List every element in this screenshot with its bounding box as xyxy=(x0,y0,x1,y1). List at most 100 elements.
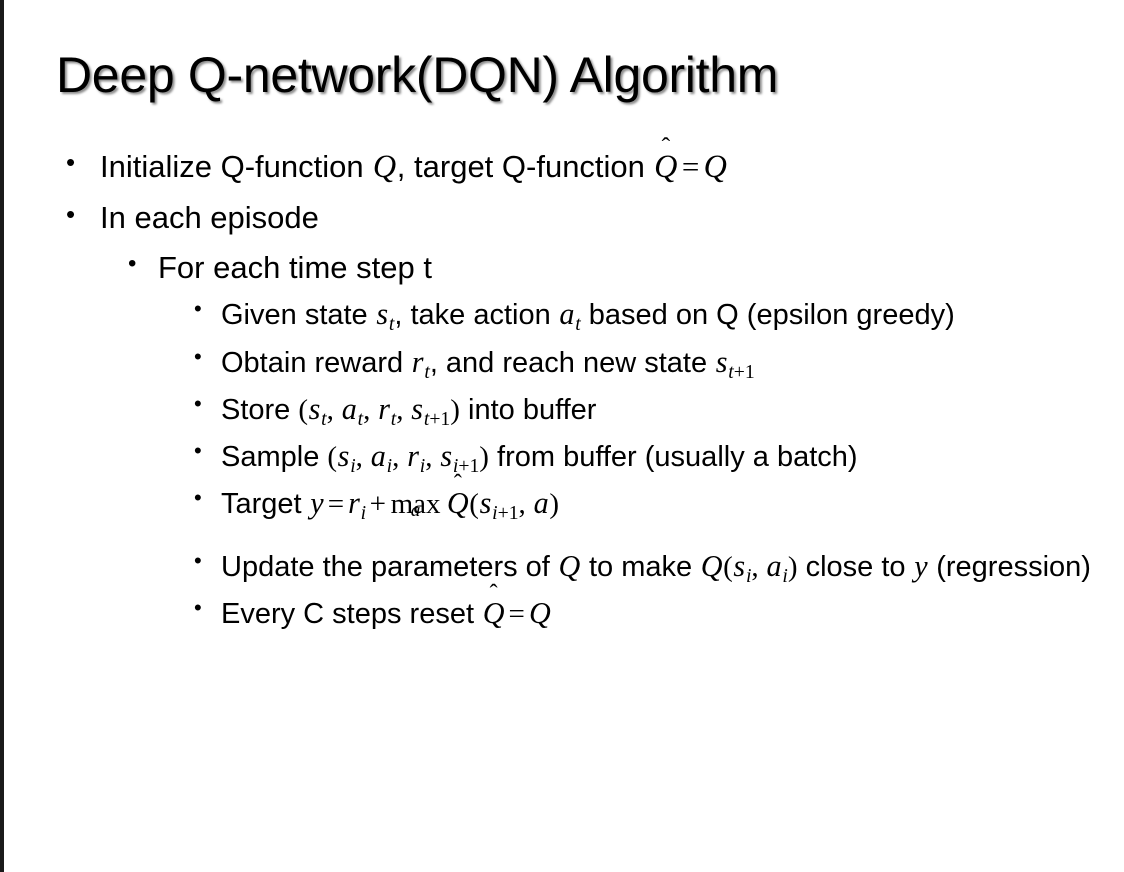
list-item: • Initialize Q-function Q, target Q-func… xyxy=(0,146,1124,188)
math-var-s: s xyxy=(337,438,350,473)
bullet-icon: • xyxy=(194,595,202,621)
math-paren-open: ( xyxy=(723,551,733,584)
list-item: • For each time step t xyxy=(0,248,1124,288)
math-var-s: s xyxy=(308,391,321,426)
bullet-icon: • xyxy=(128,250,137,278)
subscript-text: t xyxy=(423,407,430,430)
math-var-a: a xyxy=(370,438,386,473)
math-comma: , xyxy=(326,393,342,426)
math-paren-close: ) xyxy=(450,393,460,426)
list-item-label: Every C steps reset ̂Q=Q xyxy=(221,593,1124,634)
subscript-text: i xyxy=(452,454,459,477)
math-comma: , xyxy=(363,393,378,426)
math-var-y: y xyxy=(914,549,928,584)
math-comma: , xyxy=(518,487,534,520)
text-fragment: Target xyxy=(221,487,310,520)
math-var-q: Q xyxy=(372,148,397,184)
math-var-q2: Q xyxy=(703,148,727,184)
math-var-q2: Q xyxy=(700,549,723,584)
math-subscript: t xyxy=(389,313,394,335)
math-paren-close: ) xyxy=(787,551,798,584)
math-subscript: i xyxy=(360,502,366,524)
list-item: • In each episode xyxy=(0,198,1124,238)
list-item: • Given state st, take action at based o… xyxy=(0,294,1124,337)
math-subscript: i xyxy=(350,455,355,477)
text-fragment: Update the parameters of xyxy=(221,551,558,584)
list-item-label: In each episode xyxy=(100,199,319,235)
math-subscript: i xyxy=(782,565,787,587)
list-item: • Obtain reward rt, and reach new state … xyxy=(0,342,1124,385)
subscript-text: t xyxy=(728,360,734,383)
math-comma: , xyxy=(355,440,371,473)
subscript-text: t xyxy=(321,407,327,430)
text-fragment: Given state xyxy=(221,299,376,332)
list-item: • Store (st, at, rt, st+1) into buffer xyxy=(0,389,1124,432)
bullet-icon: • xyxy=(66,198,76,229)
text-fragment: , and reach new state xyxy=(429,346,716,379)
math-comma: , xyxy=(751,551,766,584)
math-var-s2: s xyxy=(440,438,453,473)
math-paren-open: ( xyxy=(298,393,309,426)
math-var-s: s xyxy=(733,549,746,584)
math-base: Q xyxy=(482,596,505,631)
text-fragment: into buffer xyxy=(459,393,597,426)
subscript-text: i xyxy=(419,454,426,477)
math-paren-open: ( xyxy=(327,440,338,473)
math-var-q1: Q xyxy=(558,549,581,584)
math-paren-open: ( xyxy=(469,487,479,520)
list-item: • Every C steps reset ̂Q=Q xyxy=(0,593,1124,634)
list-item-label: Given state st, take action at based on … xyxy=(221,294,1124,337)
text-fragment: Initialize Q-function xyxy=(100,149,373,184)
text-fragment: Store xyxy=(221,393,299,426)
left-edge-bar xyxy=(0,0,4,872)
math-var-s2: s xyxy=(411,391,424,426)
subscript-text: i xyxy=(745,565,752,588)
list-item-label: Initialize Q-function Q, target Q-functi… xyxy=(100,146,1124,188)
bullet-list: • Initialize Q-function Q, target Q-func… xyxy=(0,146,1124,638)
list-item: • Update the parameters of Q to make Q(s… xyxy=(0,546,1124,589)
math-subscript: t xyxy=(357,408,363,430)
subscript-text: t xyxy=(575,313,581,336)
math-comma: , xyxy=(425,440,440,473)
text-fragment: to make xyxy=(580,551,701,584)
bullet-icon: • xyxy=(194,548,202,574)
subscript-text: +1 xyxy=(733,360,755,383)
math-subscript: i+1 xyxy=(452,454,479,477)
text-fragment: close to xyxy=(797,551,914,584)
subscript-text: i xyxy=(492,501,498,524)
list-item: • Sample (si, ai, ri, si+1) from buffer … xyxy=(0,436,1124,479)
list-item-label: Sample (si, ai, ri, si+1) from buffer (u… xyxy=(221,436,1124,479)
list-item-label: Target y=ri+maxâQ(si+1, a) xyxy=(221,483,1124,526)
math-var-s: s xyxy=(715,344,728,379)
math-op-equals: = xyxy=(327,487,345,520)
text-fragment: (regression) xyxy=(928,551,1091,584)
math-subscript: t+1 xyxy=(423,407,450,430)
list-item-label: Store (st, at, rt, st+1) into buffer xyxy=(221,389,1124,432)
math-subscript: t xyxy=(391,408,396,430)
math-underscript: a xyxy=(410,500,421,522)
math-subscript: i+1 xyxy=(492,501,519,524)
math-var-r: r xyxy=(348,485,360,520)
bullet-icon: • xyxy=(194,390,202,416)
list-item-label: For each time step t xyxy=(158,250,432,286)
math-paren-close: ) xyxy=(549,487,559,520)
math-op-equals: = xyxy=(508,598,525,631)
math-var-a: a xyxy=(341,391,357,426)
math-var-s: s xyxy=(376,297,389,332)
text-fragment: Every C steps reset xyxy=(221,598,483,631)
page-title: Deep Q-network(DQN) Algorithm xyxy=(56,47,779,103)
math-var-a: a xyxy=(559,297,575,332)
math-op-label: max xyxy=(390,487,441,520)
math-base: Q xyxy=(654,148,678,184)
math-op-plus: + xyxy=(369,487,386,520)
math-subscript: i xyxy=(745,565,752,588)
subscript-text: +1 xyxy=(497,501,519,524)
list-item-label: Update the parameters of Q to make Q(si,… xyxy=(221,546,1124,589)
math-var-qhat: ̂Q xyxy=(482,593,505,633)
math-subscript: t xyxy=(575,313,581,336)
subscript-text: t xyxy=(424,360,430,383)
math-paren-close: ) xyxy=(479,440,489,473)
math-subscript: t xyxy=(321,407,327,430)
math-var-a: a xyxy=(766,549,782,584)
